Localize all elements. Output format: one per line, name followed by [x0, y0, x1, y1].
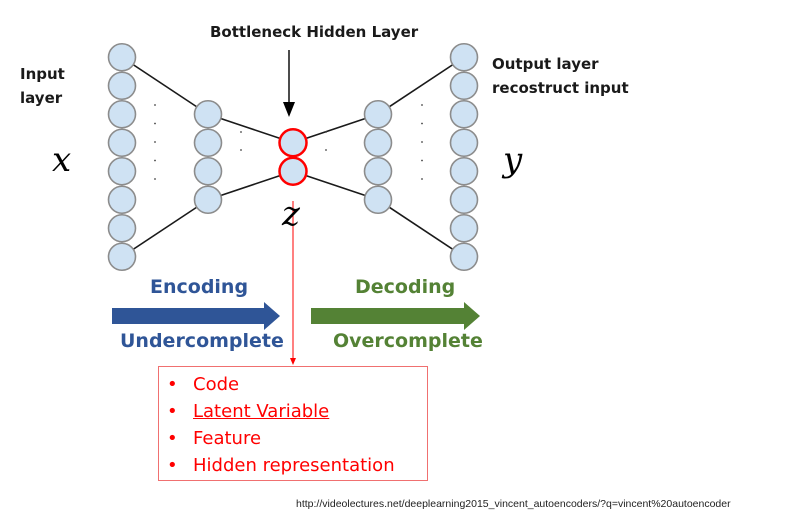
code-synonym-text: Feature [193, 428, 262, 449]
neuron-node [107, 185, 137, 215]
input-label-line1: Input [20, 65, 65, 83]
bottleneck-node [278, 156, 308, 186]
code-pointer-arrowhead-icon [290, 358, 296, 365]
neuron-node [193, 185, 223, 215]
output-layer-label: Output layer recostruct input [492, 52, 629, 100]
neuron-node [193, 128, 223, 158]
neuron-node [193, 99, 223, 129]
ellipsis-dot [421, 178, 423, 180]
connection-line [121, 199, 209, 258]
neuron-node [107, 42, 137, 72]
neuron-node [107, 242, 137, 272]
neuron-node [449, 213, 479, 243]
code-synonym-item: • Latent Variable [167, 398, 427, 425]
ellipsis-dot [154, 178, 156, 180]
ellipsis-dot [240, 149, 242, 151]
ellipsis-dot [154, 141, 156, 143]
connection-line [292, 170, 379, 201]
decoding-label: Decoding [355, 276, 456, 298]
source-url: http://videolectures.net/deeplearning201… [296, 498, 731, 510]
neuron-node [363, 99, 393, 129]
input-label-line2: layer [20, 89, 63, 107]
input-layer-label: Input layer [20, 62, 65, 110]
neuron-node [363, 185, 393, 215]
neuron-node [449, 99, 479, 129]
y-symbol: y [503, 140, 523, 180]
connection-line [207, 170, 294, 201]
z-symbol: z [282, 194, 300, 234]
bullet-icon: • [167, 455, 178, 476]
ellipsis-dot [154, 104, 156, 106]
connection-line [121, 56, 209, 115]
connection-line [207, 113, 294, 144]
neuron-node [449, 185, 479, 215]
bullet-icon: • [167, 374, 178, 395]
code-definition-box: • Code • Latent Variable • Feature • Hidden rep… [158, 366, 428, 481]
decoding-arrow-icon [311, 302, 480, 330]
code-synonym-item: • Feature [167, 425, 427, 452]
bottleneck-title: Bottleneck Hidden Layer [210, 23, 419, 41]
ellipsis-dot [240, 131, 242, 133]
neuron-node [449, 156, 479, 186]
neuron-node [449, 71, 479, 101]
pointer-arrow-head-icon [283, 102, 295, 117]
neuron-node [107, 213, 137, 243]
ellipsis-dot [421, 104, 423, 106]
ellipsis-dot [325, 149, 327, 151]
code-synonym-text: Hidden representation [193, 455, 395, 476]
bottleneck-node [278, 128, 308, 158]
ellipsis-dot [325, 131, 327, 133]
ellipsis-dot [154, 159, 156, 162]
x-symbol: x [52, 140, 72, 180]
code-synonym-list: • Code • Latent Variable • Feature • Hidden rep… [159, 367, 427, 479]
neuron-node [107, 128, 137, 158]
neuron-node [449, 42, 479, 72]
bullet-icon: • [167, 428, 178, 449]
encoding-arrow-icon [112, 302, 280, 330]
code-synonym-text: Code [193, 374, 240, 395]
output-label-line1: Output layer [492, 55, 599, 73]
output-label-line2: recostruct input [492, 79, 629, 97]
ellipsis-dot [421, 141, 423, 143]
neuron-node [107, 71, 137, 101]
neuron-node [107, 99, 137, 129]
code-synonym-text: Latent Variable [193, 401, 330, 422]
ellipsis-dot [154, 122, 156, 125]
neuron-node [363, 156, 393, 186]
connection-line [292, 113, 379, 144]
bullet-icon: • [167, 401, 178, 422]
connection-line [377, 199, 465, 258]
neuron-node [363, 128, 393, 158]
neuron-node [449, 128, 479, 158]
code-synonym-item: • Code [167, 371, 427, 398]
ellipsis-dot [421, 159, 423, 162]
neuron-node [107, 156, 137, 186]
neuron-node [193, 156, 223, 186]
connection-line [377, 56, 465, 115]
overcomplete-label: Overcomplete [333, 330, 483, 352]
code-synonym-item: • Hidden representation [167, 452, 427, 479]
neuron-node [449, 242, 479, 272]
encoding-label: Encoding [150, 276, 249, 298]
ellipsis-dot [421, 122, 423, 125]
undercomplete-label: Undercomplete [120, 330, 284, 352]
